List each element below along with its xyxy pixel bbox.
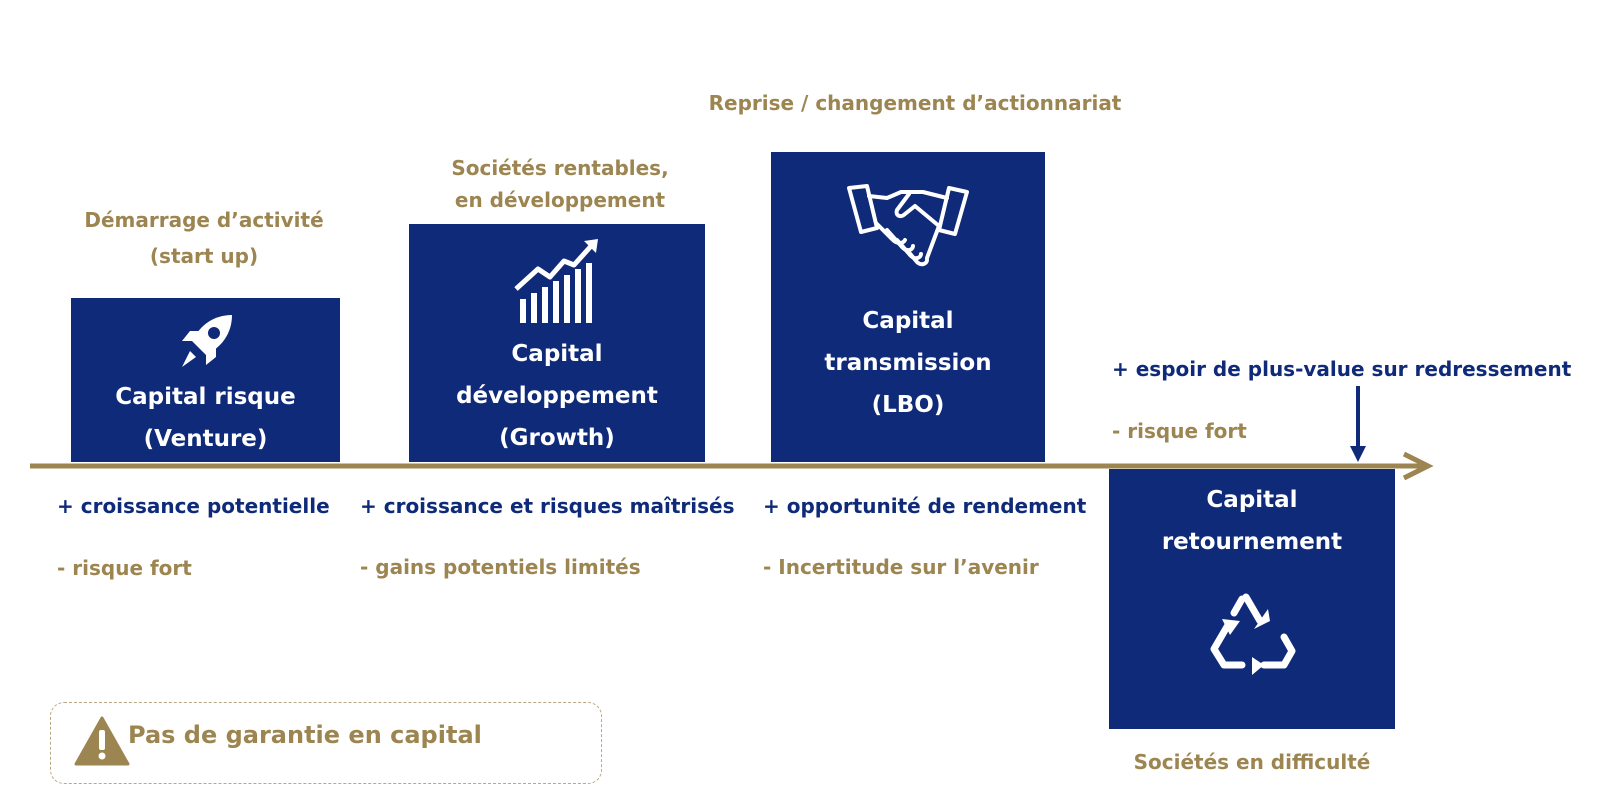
stage-label-lbo: Reprise / changement d’actionnariat <box>708 91 1122 115</box>
stage-box-growth: Capital développement (Growth) <box>409 224 705 462</box>
stage-pro-lbo: + opportunité de rendement <box>763 494 1087 518</box>
stage-box-turnaround: Capital retournement <box>1109 469 1395 729</box>
stage-label-turnaround: Sociétés en difficulté <box>1133 750 1371 774</box>
warning-box <box>50 702 602 784</box>
stage-title-growth-3: (Growth) <box>499 425 615 451</box>
handshake-icon <box>847 184 969 274</box>
stage-pro-turnaround: + espoir de plus-value sur redressement <box>1112 357 1572 381</box>
stage-title-turnaround-2: retournement <box>1161 529 1343 555</box>
stage-con-venture: - risque fort <box>57 556 192 580</box>
stage-box-lbo: Capital transmission (LBO) <box>771 152 1045 462</box>
stage-title-lbo-1: Capital <box>862 308 954 334</box>
stage-title-growth-2: développement <box>456 383 658 409</box>
stage-title-venture-1: Capital risque <box>115 384 296 410</box>
stage-con-growth: - gains potentiels limités <box>360 555 641 579</box>
recycle-icon <box>1206 591 1298 681</box>
warning-icon <box>74 716 130 766</box>
stage-title-lbo-2: transmission <box>824 350 992 376</box>
warning-text: Pas de garantie en capital <box>128 721 482 749</box>
stage-label-growth: Sociétés rentables, en développement <box>451 156 669 212</box>
stage-title-growth-1: Capital <box>511 341 603 367</box>
rocket-icon <box>174 311 238 373</box>
stage-pro-venture: + croissance potentielle <box>57 494 330 518</box>
growth-chart-icon <box>514 237 600 325</box>
stage-con-lbo: - Incertitude sur l’avenir <box>763 555 1039 579</box>
stage-title-lbo-3: (LBO) <box>871 392 945 418</box>
stage-title-turnaround-1: Capital <box>1206 487 1298 513</box>
stage-con-turnaround: - risque fort <box>1112 419 1247 443</box>
stage-title-venture-2: (Venture) <box>143 426 268 452</box>
stage-label-venture: Démarrage d’activité (start up) <box>84 208 324 268</box>
stage-box-venture: Capital risque (Venture) <box>71 298 340 462</box>
stage-pro-growth: + croissance et risques maîtrisés <box>360 494 735 518</box>
